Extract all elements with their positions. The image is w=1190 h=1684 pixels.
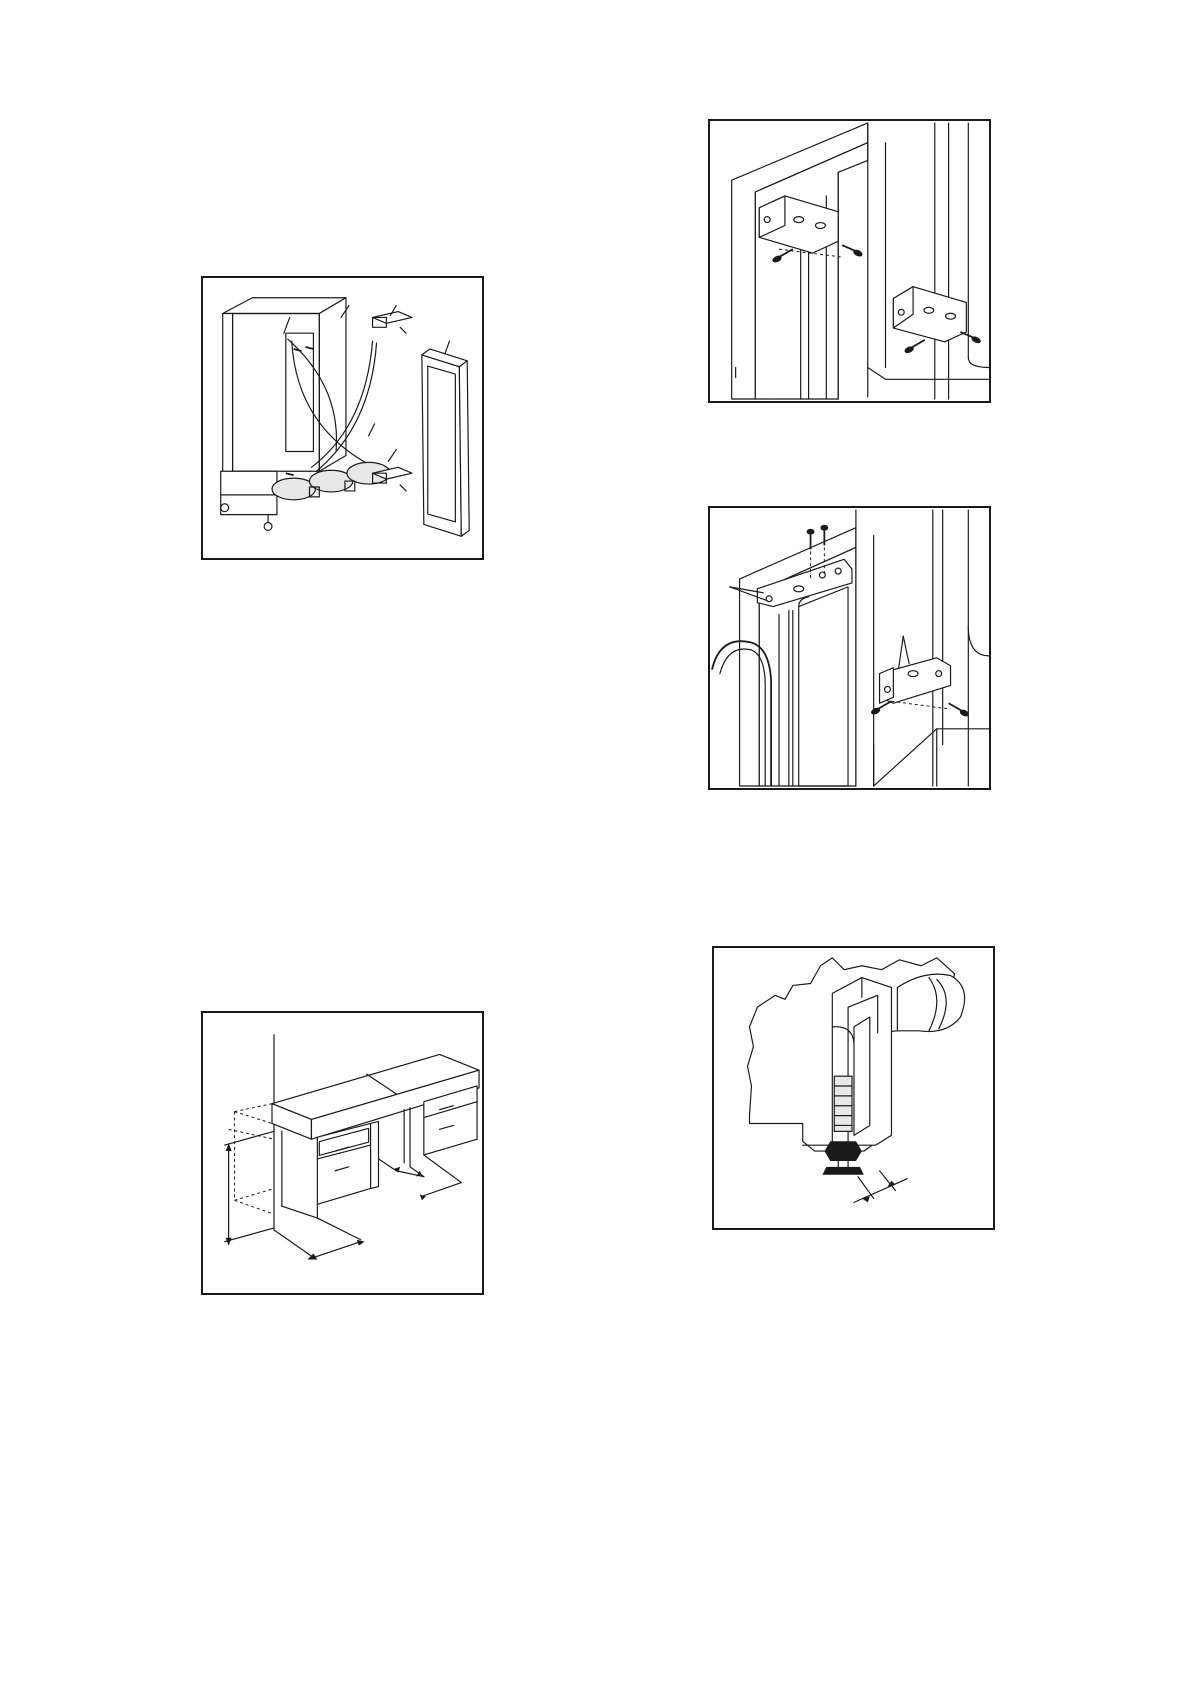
threaded-rod — [834, 1076, 852, 1131]
figure-adjustable-foot — [712, 946, 995, 1230]
screw-icon — [903, 340, 924, 355]
screw-icon — [949, 703, 970, 718]
figure-worktop-recess — [201, 1011, 484, 1295]
screw-icon — [960, 332, 981, 345]
depth-dimension-line — [313, 1242, 360, 1258]
worktop-recess-illustration — [203, 1013, 482, 1293]
figure-door-fixing-bracket — [708, 506, 991, 790]
adjustable-foot-illustration — [714, 948, 993, 1228]
hex-nut — [824, 1141, 861, 1161]
top-rail — [897, 974, 964, 1031]
door-fixing-illustration — [710, 508, 989, 788]
cabinet-illustration — [203, 278, 482, 558]
screw-icon — [842, 245, 863, 258]
angle-bracket-illustration — [710, 121, 989, 401]
foot-pad — [822, 1167, 863, 1175]
figure-angle-brackets — [708, 119, 991, 403]
left-drawer-unit — [317, 1123, 370, 1204]
figure-cabinet-door-hinges — [201, 276, 484, 560]
